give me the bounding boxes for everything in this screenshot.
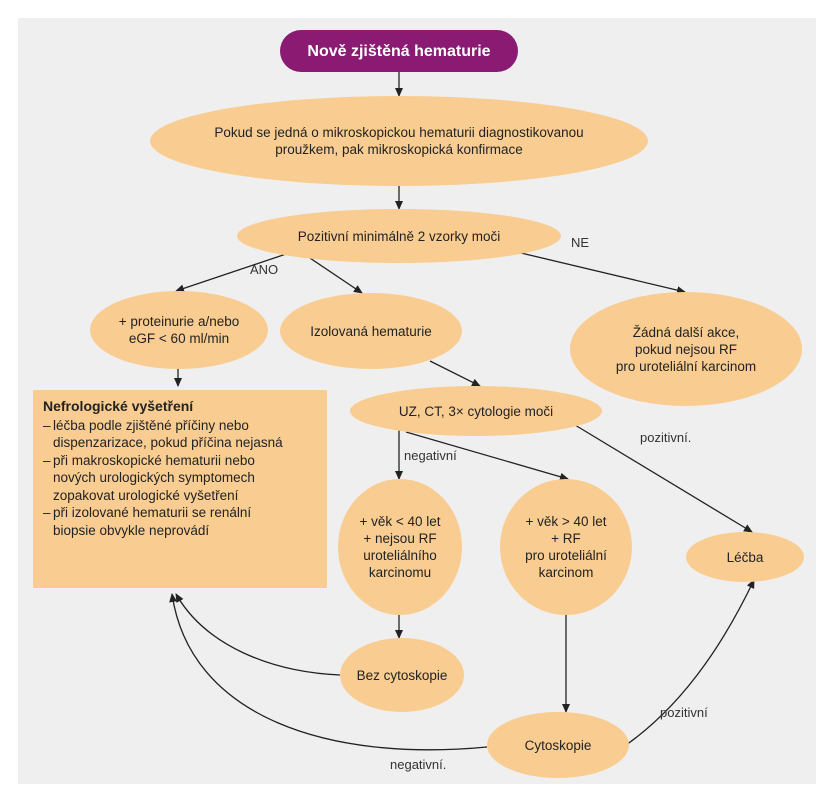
node-treatment-label: Léčba	[726, 549, 764, 565]
edge-label-negative: negativní.	[390, 757, 447, 772]
nephrology-exam-list: léčba podle zjištěné příčiny nebo dispen…	[43, 417, 317, 540]
node-imaging-cytology: UZ, CT, 3× cytologie moči	[350, 386, 602, 436]
node-proteinuria: + proteinurie a/nebo eGF < 60 ml/min	[90, 291, 268, 369]
node-new-hematuria: Nově zjištěná hematurie	[280, 30, 518, 72]
node-no-further-action-label: Žádná další akce, pokud nejsou RF pro ur…	[615, 324, 757, 374]
edge-positive2-noaction	[499, 247, 686, 295]
edge-isolated-imaging	[429, 360, 481, 387]
node-new-hematuria-label: Nově zjištěná hematurie	[307, 42, 491, 60]
edge-nocysto-nephro	[175, 593, 341, 676]
node-cystoscopy: Cytoskopie	[487, 712, 629, 778]
edge-imaging-treatment	[574, 424, 753, 533]
node-isolated-hematuria: Izolovaná hematurie	[280, 293, 462, 369]
edge-imaging-ageover	[405, 431, 569, 481]
node-microscopic-confirmation-label: Pokud se jedná o mikroskopickou hematuri…	[214, 125, 584, 157]
node-no-cystoscopy: Bez cytoskopie	[340, 638, 464, 712]
node-positive-two-samples-label: Pozitivní minimálně 2 vzorky moči	[297, 228, 501, 244]
node-age-over-40-label: + věk > 40 let + RF pro uroteliální karc…	[525, 514, 607, 580]
node-imaging-cytology-label: UZ, CT, 3× cytologie moči	[398, 403, 554, 419]
nephrology-exam-item: při makroskopické hematurii nebo nových …	[43, 452, 317, 505]
node-no-further-action: Žádná další akce, pokud nejsou RF pro ur…	[570, 292, 802, 406]
edge-positive2-proteinuria	[175, 249, 299, 293]
nephrology-exam-item: léčba podle zjištěné příčiny nebo dispen…	[43, 417, 317, 452]
edge-label-positive: pozitivní.	[640, 430, 692, 445]
nephrology-exam-item: při izolované hematurii se renální biops…	[43, 504, 317, 539]
nephrology-exam-title: Nefrologické vyšetření	[43, 398, 194, 414]
node-microscopic-confirmation: Pokud se jedná o mikroskopickou hematuri…	[150, 96, 648, 186]
edge-label-ano: ANO	[250, 262, 279, 277]
edge-label-positive: pozitivní	[660, 705, 708, 720]
edge-cysto-treatment	[625, 579, 755, 746]
node-age-over-40: + věk > 40 let + RF pro uroteliální karc…	[500, 479, 632, 615]
node-positive-two-samples: Pozitivní minimálně 2 vzorky moči	[237, 209, 561, 263]
node-isolated-hematuria-label: Izolovaná hematurie	[310, 323, 432, 339]
node-age-under-40-label: + věk < 40 let + nejsou RF uroteliálního…	[359, 514, 441, 580]
edge-cysto-nephro	[169, 593, 488, 751]
edge-label-ne: NE	[571, 235, 590, 250]
node-age-under-40: + věk < 40 let + nejsou RF uroteliálního…	[338, 479, 462, 615]
node-proteinuria-label: + proteinurie a/nebo eGF < 60 ml/min	[118, 314, 240, 346]
node-treatment: Léčba	[686, 532, 804, 582]
edge-label-negative: negativní	[404, 448, 457, 463]
node-no-cystoscopy-label: Bez cytoskopie	[356, 667, 448, 683]
node-nephrology-exam: Nefrologické vyšetření léčba podle zjišt…	[33, 390, 327, 588]
node-cystoscopy-label: Cytoskopie	[524, 737, 592, 753]
